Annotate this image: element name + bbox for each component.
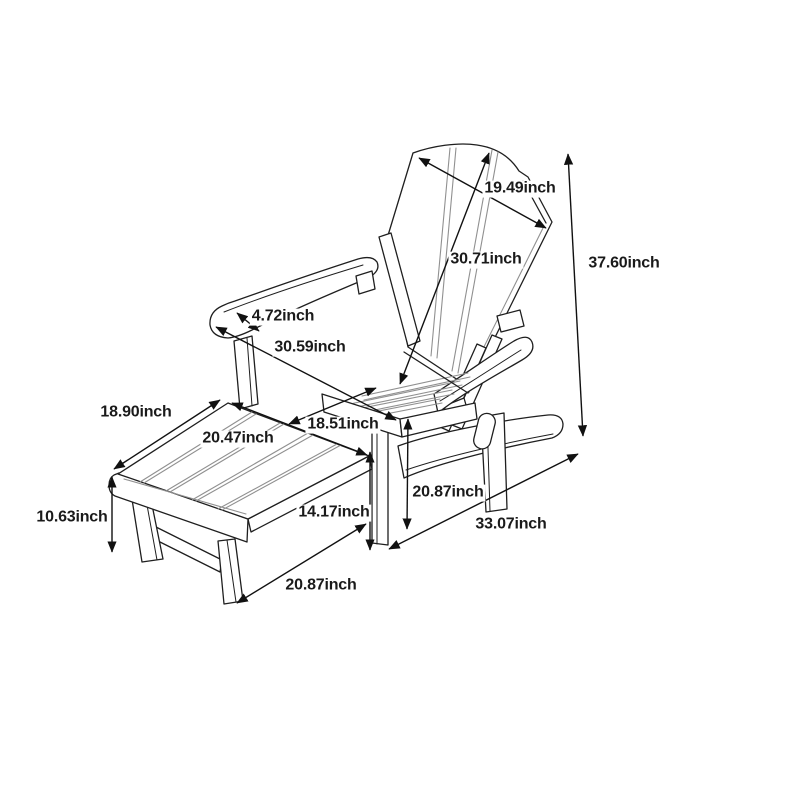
dimension-label-ottoman-width: 20.47inch [200, 429, 276, 448]
ottoman [108, 402, 373, 605]
left-armrest [209, 256, 379, 410]
dimension-label-ottoman-front-width: 20.87inch [283, 576, 359, 595]
dimension-arrow-overall-depth [388, 453, 579, 550]
dimension-label-ottoman-height: 10.63inch [34, 508, 110, 527]
dimension-label-overall-height: 37.60inch [586, 254, 662, 273]
right-armrest-bracket [496, 309, 525, 333]
dimension-label-backrest-length: 30.71inch [448, 250, 524, 269]
chair-drawing [108, 143, 564, 605]
dimension-arrow-ottoman-width [231, 402, 368, 456]
dimension-label-overall-depth: 33.07inch [473, 515, 549, 534]
folding-bracket [473, 412, 496, 450]
dimension-label-ottoman-depth: 18.90inch [98, 403, 174, 422]
dimension-label-seat-height: 20.87inch [410, 483, 486, 502]
dimension-arrow-ottoman-front-width [236, 523, 367, 604]
dimension-label-backrest-top-width: 19.49inch [482, 179, 558, 198]
dimension-arrow-backrest-length [399, 152, 490, 385]
front-left-leg [371, 426, 389, 546]
dimension-arrow-seat-height [402, 418, 413, 530]
dimension-label-seat-front-height: 14.17inch [296, 503, 372, 522]
dimension-label-armrest-width: 4.72inch [249, 307, 317, 326]
dimension-label-seat-width: 18.51inch [305, 415, 381, 434]
dimension-arrow-overall-height [563, 153, 588, 437]
dimension-arrow-ottoman-depth [113, 399, 221, 470]
dimension-label-armrest-to-seat-diagonal: 30.59inch [272, 338, 348, 357]
